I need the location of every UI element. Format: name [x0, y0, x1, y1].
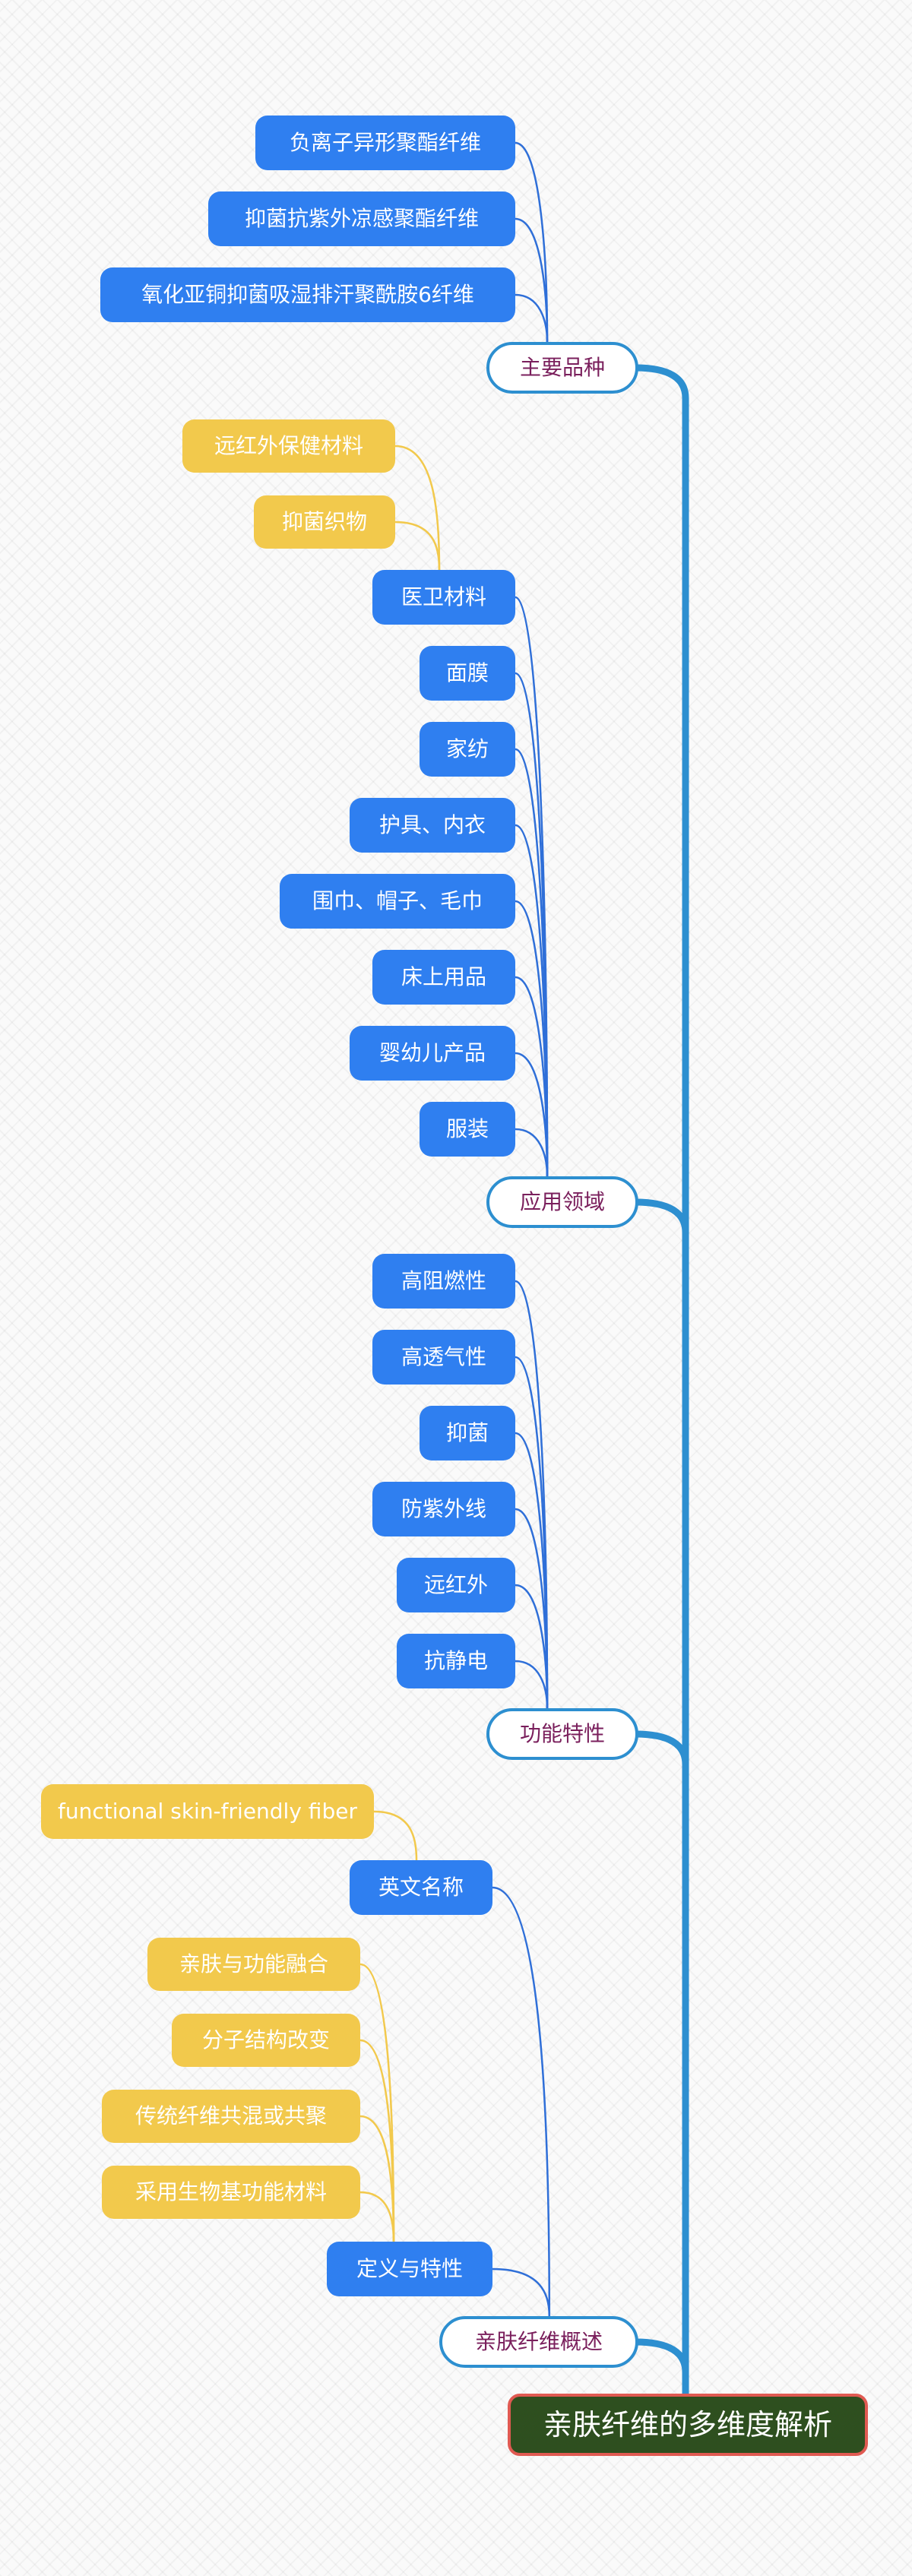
- topic-b2f[interactable]: 床上用品: [372, 950, 515, 1005]
- link-b1: [632, 364, 689, 2400]
- topic-b2h[interactable]: 服装: [420, 1102, 515, 1157]
- topic-b2e[interactable]: 围巾、帽子、毛巾: [280, 874, 515, 929]
- link-b3e: [514, 1584, 549, 1710]
- topic-b4b1[interactable]: 亲肤与功能融合: [147, 1938, 360, 1991]
- topic-b1a[interactable]: 负离子异形聚酯纤维: [255, 116, 515, 170]
- link-b3f: [514, 1660, 549, 1710]
- topic-b2c[interactable]: 家纺: [420, 722, 515, 777]
- topic-b2g[interactable]: 婴幼儿产品: [350, 1026, 515, 1081]
- link-b3: [632, 1730, 689, 2400]
- topic-b4a[interactable]: 英文名称: [350, 1860, 492, 1915]
- link-b1c: [514, 293, 549, 343]
- link-b4b4: [359, 2191, 395, 2243]
- topic-b3c[interactable]: 抑菌: [420, 1406, 515, 1460]
- topic-b2a[interactable]: 医卫材料: [372, 570, 515, 625]
- topic-b1b[interactable]: 抑菌抗紫外凉感聚酯纤维: [208, 191, 515, 246]
- link-b1b: [514, 217, 549, 343]
- link-b4b3: [359, 2115, 395, 2243]
- topic-b3e[interactable]: 远红外: [397, 1558, 515, 1612]
- topic-b1c[interactable]: 氧化亚铜抑菌吸湿排汗聚酰胺6纤维: [100, 267, 515, 322]
- link-b4a: [491, 1886, 551, 2318]
- link-b4: [632, 2338, 689, 2400]
- branch-topic-b3[interactable]: 功能特性: [486, 1708, 638, 1760]
- topic-b3b[interactable]: 高透气性: [372, 1330, 515, 1385]
- root-topic[interactable]: 亲肤纤维的多维度解析: [508, 2394, 868, 2456]
- topic-b4a1[interactable]: functional skin-friendly fiber: [41, 1784, 374, 1839]
- link-b1a: [514, 141, 549, 343]
- branch-topic-b2[interactable]: 应用领域: [486, 1176, 638, 1228]
- link-b2g: [514, 1052, 549, 1178]
- branch-topic-b1[interactable]: 主要品种: [486, 342, 638, 394]
- link-b4b1: [359, 1963, 395, 2243]
- topic-b2d[interactable]: 护具、内衣: [350, 798, 515, 853]
- topic-b3d[interactable]: 防紫外线: [372, 1482, 515, 1536]
- link-b3b: [514, 1356, 549, 1710]
- branch-topic-b4[interactable]: 亲肤纤维概述: [439, 2316, 638, 2368]
- topic-b3f[interactable]: 抗静电: [397, 1634, 515, 1688]
- topic-b2a2[interactable]: 抑菌织物: [254, 495, 395, 549]
- link-b4a1: [372, 1810, 418, 1862]
- link-b2a1: [394, 445, 441, 571]
- topic-b2a1[interactable]: 远红外保健材料: [182, 419, 395, 473]
- link-b4b: [491, 2267, 551, 2318]
- topic-b3a[interactable]: 高阻燃性: [372, 1254, 515, 1309]
- link-b2h: [514, 1128, 549, 1178]
- link-b2: [632, 1198, 689, 2400]
- topic-b4b[interactable]: 定义与特性: [327, 2242, 492, 2296]
- topic-b4b4[interactable]: 采用生物基功能材料: [102, 2166, 360, 2219]
- link-b2a2: [394, 521, 441, 571]
- topic-b4b2[interactable]: 分子结构改变: [172, 2014, 360, 2067]
- topic-b2b[interactable]: 面膜: [420, 646, 515, 701]
- topic-b4b3[interactable]: 传统纤维共混或共聚: [102, 2090, 360, 2143]
